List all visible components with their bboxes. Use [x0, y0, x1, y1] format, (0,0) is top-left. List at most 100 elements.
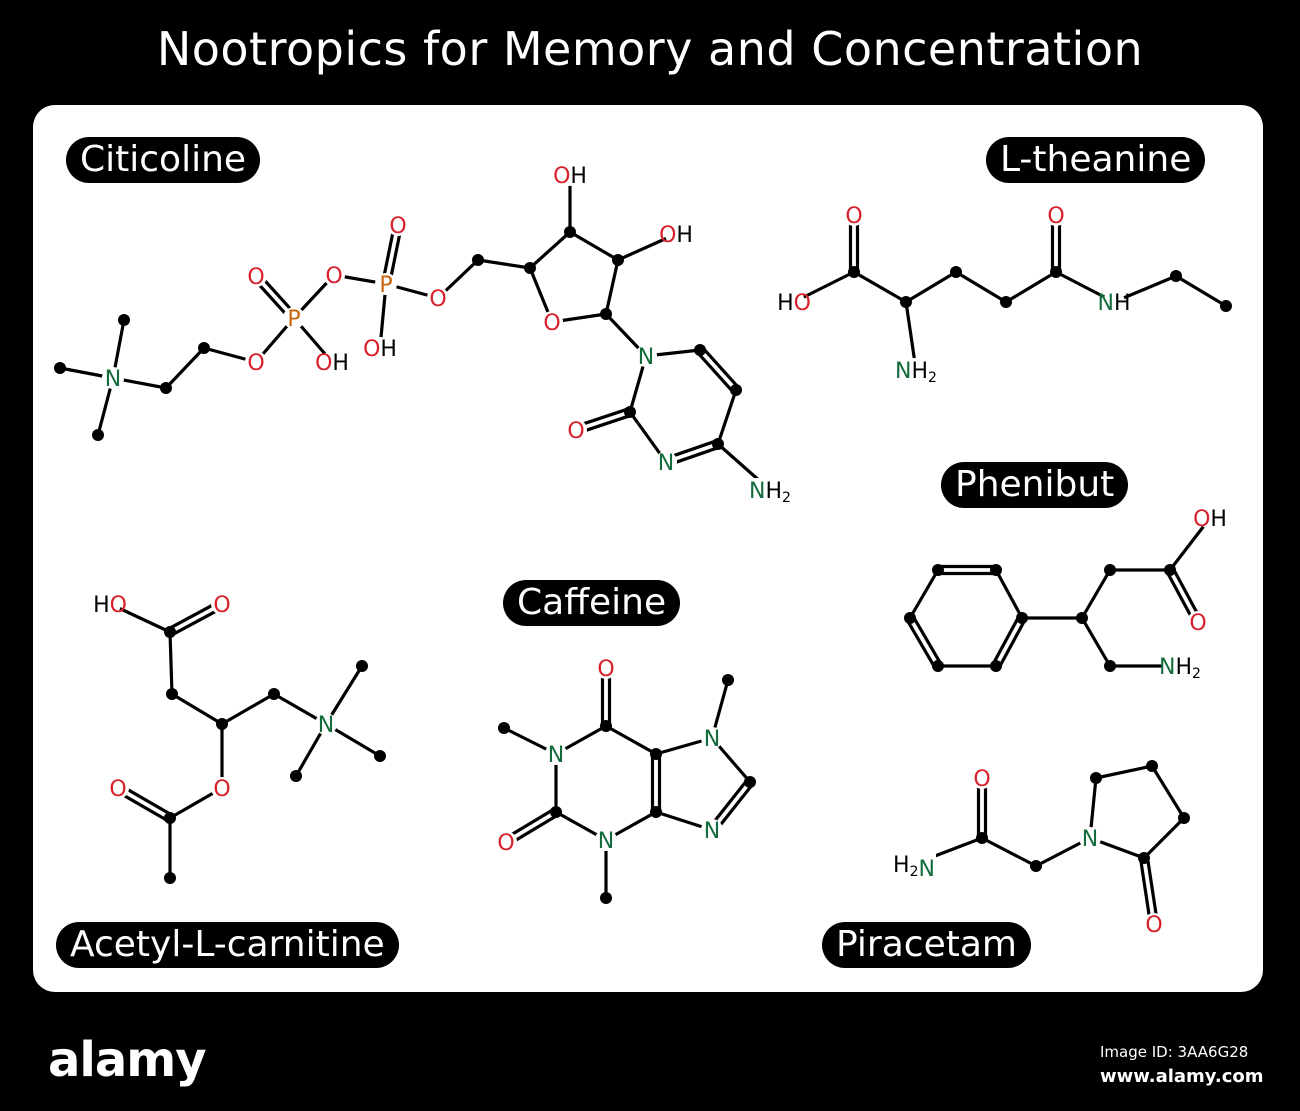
piracetam-bond — [1094, 764, 1154, 780]
l-theanine-bond — [1174, 274, 1228, 308]
l-theanine-bond — [1112, 274, 1178, 304]
caffeine-atom-label: N — [704, 819, 720, 844]
l-theanine-bond — [852, 270, 908, 304]
l-theanine-atom-label: O — [1047, 204, 1064, 229]
caffeine-carbon-atom — [650, 748, 662, 760]
label-acetyl-l-carnitine: Acetyl-L-carnitine — [56, 922, 399, 968]
piracetam-bond — [1145, 855, 1160, 926]
piracetam-carbon-atom — [1138, 852, 1150, 864]
citicoline-carbon-atom — [160, 382, 172, 394]
piracetam-bond — [1138, 856, 1153, 927]
phenibut-carbon-atom — [932, 564, 944, 576]
citicoline-atom-label: N — [105, 367, 121, 392]
piracetam-atom-label: O — [973, 767, 990, 792]
piracetam-atom-label: O — [1145, 913, 1162, 938]
citicoline-atom-label: P — [379, 273, 392, 298]
acetyl-l-carnitine-bond — [108, 602, 172, 634]
acetyl-l-carnitine-carbon-atom — [166, 688, 178, 700]
citicoline-atom-label: N — [658, 451, 674, 476]
piracetam-carbon-atom — [1178, 812, 1190, 824]
l-theanine-carbon-atom — [1220, 300, 1232, 312]
page-title: Nootropics for Memory and Concentration — [156, 22, 1144, 76]
l-theanine-carbon-atom — [950, 266, 962, 278]
phenibut-carbon-atom — [904, 612, 916, 624]
citicoline-bond — [568, 230, 620, 262]
l-theanine-carbon-atom — [900, 296, 912, 308]
citicoline-atom-label: O — [325, 264, 342, 289]
citicoline-atom-label: N — [638, 345, 654, 370]
caffeine-carbon-atom — [722, 674, 734, 686]
piracetam-atom-label: N — [1082, 827, 1098, 852]
phenibut-bond — [991, 614, 1021, 666]
l-theanine-bond — [792, 270, 856, 304]
citicoline-atom-label: O — [247, 265, 264, 290]
acetyl-l-carnitine-bond — [220, 692, 276, 726]
caffeine-atom-label: O — [597, 657, 614, 682]
l-theanine-carbon-atom — [848, 266, 860, 278]
l-theanine-atom-label: NH — [1097, 291, 1130, 316]
acetyl-l-carnitine-carbon-atom — [164, 872, 176, 884]
phenibut-bond — [997, 618, 1027, 670]
caffeine-carbon-atom — [600, 720, 612, 732]
acetyl-l-carnitine-atom-label: O — [109, 777, 126, 802]
l-theanine-atom-label: HO — [777, 291, 811, 316]
piracetam-bond — [1150, 764, 1186, 820]
citicoline-bond — [695, 350, 735, 394]
l-theanine-carbon-atom — [1050, 266, 1062, 278]
phenibut-bond — [1080, 568, 1112, 620]
phenibut-atom-label: O — [1189, 611, 1206, 636]
phenibut-bond — [908, 568, 940, 620]
citicoline-atom-label: O — [247, 351, 264, 376]
acetyl-l-carnitine-carbon-atom — [164, 812, 176, 824]
phenibut-bond — [994, 568, 1024, 620]
caffeine-atom-label: O — [497, 831, 514, 856]
phenibut-bond — [911, 614, 943, 666]
citicoline-atom-label: O — [543, 311, 560, 336]
phenibut-carbon-atom — [990, 660, 1002, 672]
citicoline-carbon-atom — [92, 429, 104, 441]
citicoline-atom-label: OH — [315, 351, 349, 376]
citicoline-atom-label: OH — [553, 164, 587, 189]
acetyl-l-carnitine-carbon-atom — [356, 660, 368, 672]
l-theanine-atom-label: O — [845, 204, 862, 229]
piracetam-bond — [1142, 816, 1186, 860]
citicoline-atom-label: OH — [659, 223, 693, 248]
watermark-brand: alamy — [48, 1032, 207, 1088]
phenibut-atom-label: OH — [1193, 507, 1227, 532]
piracetam-carbon-atom — [1090, 772, 1102, 784]
caffeine-atom-label: N — [704, 727, 720, 752]
citicoline-atom-label: O — [567, 419, 584, 444]
caffeine-carbon-atom — [650, 806, 662, 818]
caffeine-carbon-atom — [498, 722, 510, 734]
citicoline-bond — [476, 258, 532, 270]
acetyl-l-carnitine-atom-label: O — [213, 593, 230, 618]
phenibut-carbon-atom — [1016, 612, 1028, 624]
phenibut-amine-label: NH2 — [1159, 655, 1201, 682]
acetyl-l-carnitine-carbon-atom — [290, 770, 302, 782]
citicoline-bond — [164, 346, 206, 390]
acetyl-l-carnitine-carbon-atom — [374, 750, 386, 762]
l-theanine-bond — [1004, 270, 1058, 304]
citicoline-carbon-atom — [712, 438, 724, 450]
label-citicoline: Citicoline — [66, 137, 261, 183]
citicoline-bond — [716, 388, 738, 446]
caffeine-carbon-atom — [744, 776, 756, 788]
label-piracetam: Piracetam — [822, 922, 1031, 968]
citicoline-carbon-atom — [472, 254, 484, 266]
piracetam-carbon-atom — [976, 832, 988, 844]
citicoline-atom-label: O — [429, 287, 446, 312]
acetyl-l-carnitine-bond — [324, 664, 364, 726]
phenibut-bond — [905, 618, 937, 670]
l-theanine-carbon-atom — [1000, 296, 1012, 308]
caffeine-bond — [604, 724, 658, 756]
citicoline-atom-label: OH — [363, 337, 397, 362]
acetyl-l-carnitine-carbon-atom — [268, 688, 280, 700]
piracetam-carbon-atom — [1146, 760, 1158, 772]
citicoline-amine-label: NH2 — [749, 479, 791, 506]
citicoline-carbon-atom — [694, 344, 706, 356]
l-theanine-amine-label: NH2 — [895, 359, 937, 386]
acetyl-l-carnitine-bond — [168, 630, 174, 696]
citicoline-atom-label: P — [287, 307, 300, 332]
citicoline-bond — [528, 230, 572, 270]
